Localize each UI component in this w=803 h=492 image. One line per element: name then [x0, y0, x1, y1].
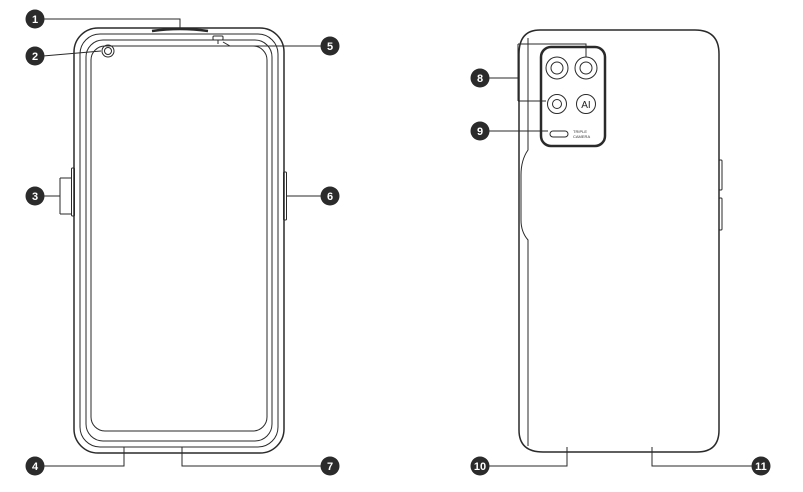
front-inner-frame: [79, 33, 279, 448]
ai-label: AI: [581, 100, 590, 111]
callout-8: 8: [470, 68, 490, 88]
svg-text:4: 4: [32, 461, 39, 473]
camera-lens-2: [574, 56, 598, 80]
svg-text:10: 10: [474, 461, 486, 473]
svg-text:8: 8: [477, 73, 483, 85]
callout-10: 10: [470, 456, 490, 476]
camera-lens-3-inner: [552, 99, 562, 109]
front-screen: [90, 45, 268, 432]
camera-lens-2-inner: [579, 61, 593, 75]
camera-lens-1: [545, 56, 569, 80]
callout-6: 6: [320, 186, 340, 206]
camera-lens-ai: [576, 94, 596, 114]
front-bezel: [85, 39, 273, 442]
callout-7: 7: [320, 456, 340, 476]
svg-text:3: 3: [32, 191, 38, 203]
callout-9: 9: [470, 121, 490, 141]
callout-11: 11: [751, 456, 771, 476]
callout-5: 5: [320, 36, 340, 56]
svg-text:9: 9: [477, 126, 483, 138]
phone-back: AI TRIPLE CAMERA: [518, 29, 723, 453]
svg-text:5: 5: [327, 41, 333, 53]
proximity-sensor: [212, 35, 224, 44]
callout-2: 2: [25, 46, 45, 66]
earpiece-slot: [151, 27, 209, 33]
volume-buttons: [71, 167, 75, 217]
back-side-button-2: [718, 197, 723, 231]
callout-4: 4: [25, 456, 45, 476]
svg-text:1: 1: [32, 14, 38, 26]
svg-text:7: 7: [327, 461, 333, 473]
back-side-button: [718, 159, 723, 191]
svg-text:11: 11: [755, 461, 767, 473]
leader-lines: [42, 18, 752, 467]
flash: [549, 130, 569, 138]
front-outer-body: [73, 27, 285, 454]
callout-3: 3: [25, 186, 45, 206]
back-body: [518, 29, 720, 453]
svg-text:6: 6: [327, 191, 333, 203]
flash-text-line-1: TRIPLE: [573, 129, 587, 134]
camera-lens-3: [547, 94, 567, 114]
front-camera-lens: [104, 47, 112, 55]
camera-lens-1-inner: [550, 61, 564, 75]
camera-module: [539, 45, 607, 148]
callout-1: 1: [25, 9, 45, 29]
front-camera: [101, 44, 115, 58]
flash-text-line-2: CAMERA: [573, 134, 590, 139]
back-left-edge-curve: [520, 38, 529, 446]
phone-front: [71, 27, 287, 454]
svg-text:2: 2: [32, 51, 38, 63]
